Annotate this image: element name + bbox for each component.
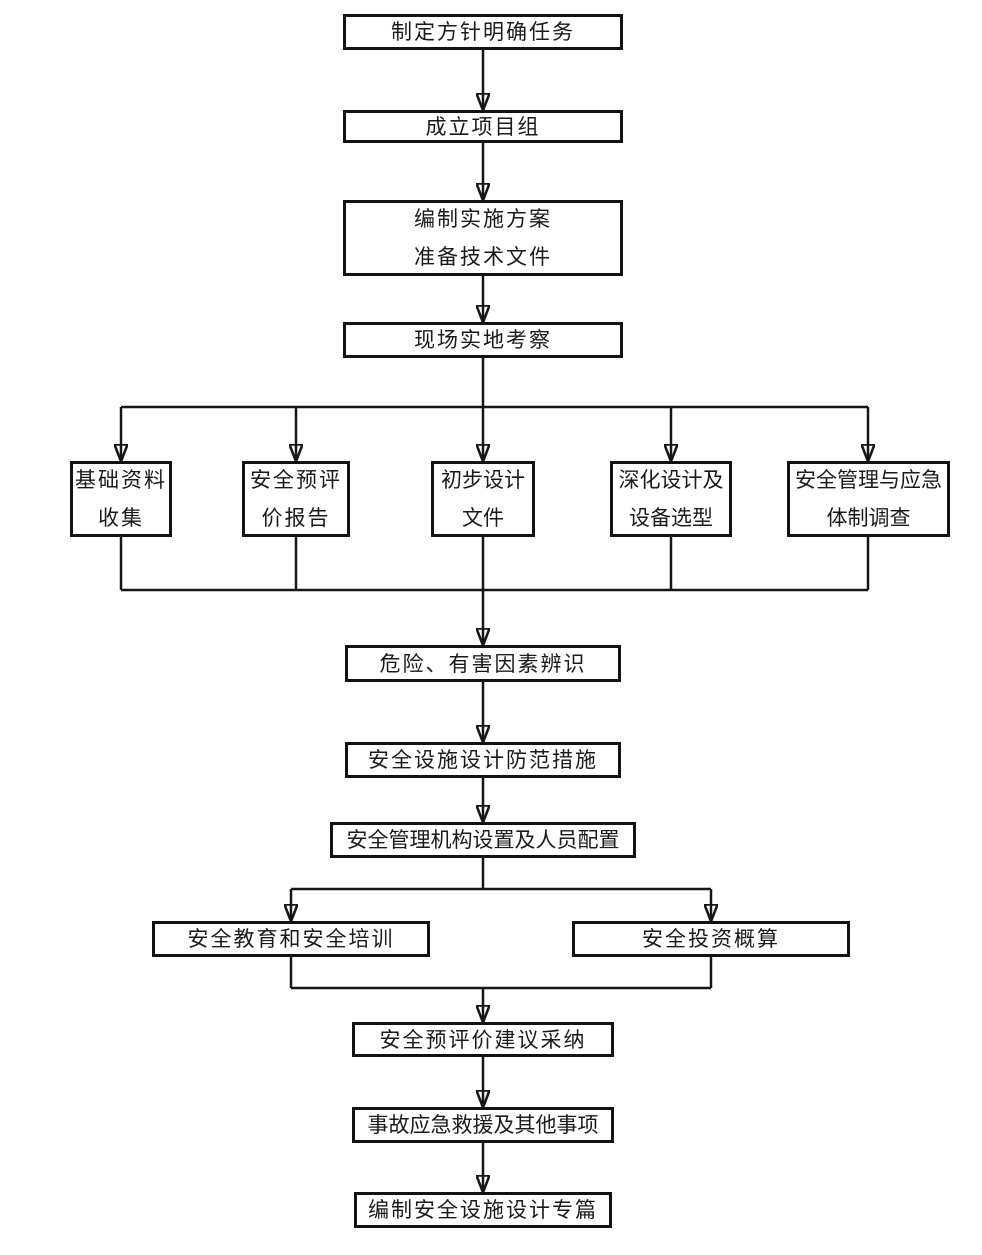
flow-node-plan-docs: 编制实施方案 准备技术文件 — [343, 200, 623, 276]
flow-node-define-policy: 制定方针明确任务 — [343, 14, 623, 50]
flow-node-detail-design: 深化设计及 设备选型 — [610, 461, 732, 537]
flow-node-safety-measures: 安全设施设计防范措施 — [345, 742, 621, 778]
flow-node-mgmt-survey: 安全管理与应急 体制调查 — [787, 461, 950, 537]
flow-node-suggestion-adopt: 安全预评价建议采纳 — [352, 1022, 614, 1057]
flow-node-emergency-rescue: 事故应急救援及其他事项 — [352, 1107, 614, 1143]
flow-node-data-collect: 基础资料 收集 — [70, 461, 172, 537]
flow-node-investment: 安全投资概算 — [572, 921, 850, 957]
flow-node-prelim-design: 初步设计 文件 — [431, 461, 535, 537]
flow-node-form-team: 成立项目组 — [343, 110, 623, 143]
flow-node-final-compile: 编制安全设施设计专篇 — [354, 1192, 612, 1228]
flow-node-training: 安全教育和安全培训 — [152, 921, 430, 957]
flow-node-site-visit: 现场实地考察 — [343, 322, 623, 358]
flow-node-hazard-id: 危险、有害因素辨识 — [345, 645, 621, 682]
flow-node-pre-eval-report: 安全预评 价报告 — [242, 461, 350, 537]
flow-node-org-staffing: 安全管理机构设置及人员配置 — [330, 822, 636, 858]
